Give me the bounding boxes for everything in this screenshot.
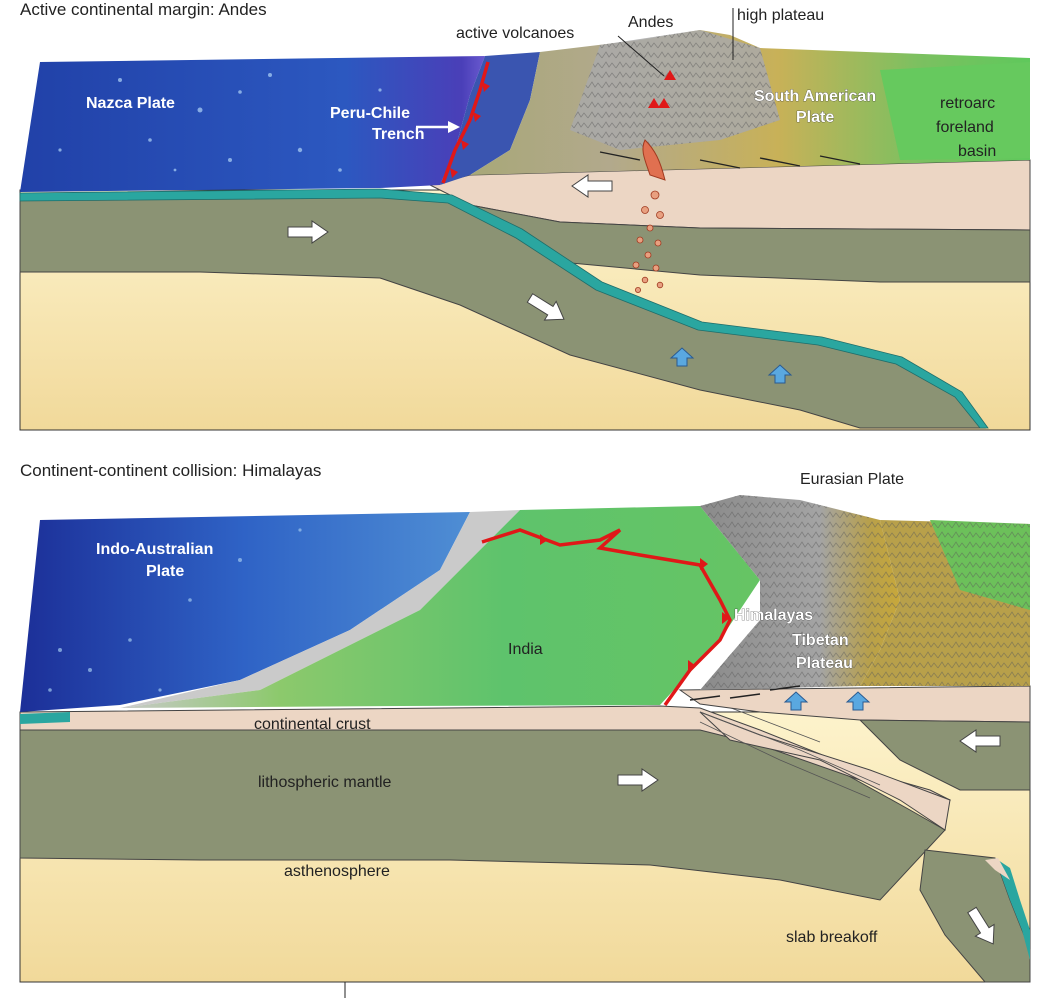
trench-slope — [440, 52, 540, 185]
broken-slab-top — [985, 858, 1010, 880]
ocean-ridges — [48, 528, 302, 692]
panel-title-andes: Active continental margin: Andes — [20, 0, 267, 19]
trench-fault-line — [441, 61, 490, 184]
label-trench-1: Peru-Chile — [330, 105, 410, 122]
crust-faults-andes — [599, 151, 861, 169]
label-andes: Andes — [628, 14, 673, 31]
label-south-american-2: Plate — [796, 109, 834, 126]
panel-himalayas: Continent-continent collision: Himalayas… — [19, 461, 1031, 998]
tibet-relief — [860, 520, 1030, 686]
oceanic-edge — [20, 712, 70, 724]
indo-australian-ocean — [20, 512, 470, 712]
label-south-american-1: South American — [754, 88, 876, 105]
label-lithospheric-mantle: lithospheric mantle — [258, 774, 392, 791]
trench-pointer-head — [448, 121, 460, 133]
label-continental-crust: continental crust — [254, 716, 371, 733]
thrust-teeth-andes — [450, 82, 490, 178]
underthrust-crust — [699, 711, 951, 831]
continental-mantle-andes — [469, 204, 1031, 283]
label-slab-breakoff: slab breakoff — [786, 929, 878, 946]
label-active-volcanoes: active volcanoes — [456, 25, 574, 42]
label-indo-australian-1: Indo-Australian — [96, 541, 213, 558]
label-basin: basin — [958, 143, 996, 160]
label-tibetan-2: Plateau — [796, 655, 853, 672]
panel-title-himalayas: Continent-continent collision: Himalayas — [20, 461, 321, 480]
label-foreland: foreland — [936, 119, 994, 136]
seamounts — [58, 73, 382, 172]
label-eurasian-plate: Eurasian Plate — [800, 471, 904, 488]
crust-faults-himalaya — [689, 685, 801, 701]
nazca-ocean-floor — [20, 56, 485, 192]
continental-shelf — [120, 510, 520, 708]
foreland-lowland — [880, 62, 1030, 160]
india-land — [120, 506, 760, 708]
thrust-teeth-himalaya — [540, 534, 730, 672]
label-indo-australian-2: Plate — [146, 563, 184, 580]
label-nazca-plate: Nazca Plate — [86, 95, 175, 112]
label-himalayas: Himalayas — [734, 607, 813, 624]
label-trench-2: Trench — [372, 126, 424, 143]
broken-slab-crust — [995, 858, 1030, 960]
label-asthenosphere: asthenosphere — [284, 863, 390, 880]
main-frontal-thrust — [481, 528, 732, 707]
label-retroarc: retroarc — [940, 95, 995, 112]
magma-plume — [632, 139, 666, 293]
label-tibetan-1: Tibetan — [792, 632, 849, 649]
volcano-markers — [648, 70, 676, 108]
label-india: India — [508, 641, 543, 658]
andes-relief — [570, 30, 780, 150]
oceanic-crust-andes — [19, 188, 989, 429]
label-high-plateau: high plateau — [737, 7, 824, 24]
volcano-leader — [617, 35, 665, 77]
panel-andes: Active continental margin: Andes active … — [19, 0, 1031, 431]
himalaya-relief — [700, 495, 900, 690]
